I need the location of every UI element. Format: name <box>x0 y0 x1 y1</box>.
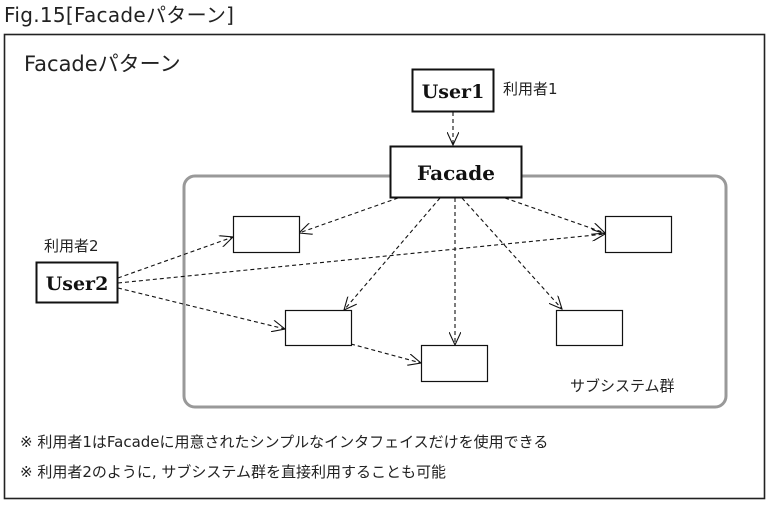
subsystem-group-label: サブシステム群 <box>570 377 675 395</box>
outer-frame <box>3 33 766 500</box>
arrow-facade-to-subsystem-b <box>344 197 441 310</box>
subsystem-box-e <box>555 309 624 347</box>
arrow-user2-to-subsystem-d <box>117 234 605 284</box>
subsystem-box-a <box>232 215 301 254</box>
user2-label: User2 <box>46 273 109 295</box>
user2-role-label: 利用者2 <box>44 237 99 255</box>
note-line-2: ※ 利用者2のように, サブシステム群を直接利用することも可能 <box>20 463 446 481</box>
arrow-facade-to-subsystem-a <box>299 197 399 233</box>
user1-box <box>411 68 495 113</box>
subsystem-boxes <box>232 215 673 383</box>
user1-role-label: 利用者1 <box>503 80 558 98</box>
user2-box <box>35 261 119 304</box>
note-line-1: ※ 利用者1はFacadeに用意されたシンプルなインタフェイスだけを使用できる <box>20 433 548 451</box>
arrow-facade-to-subsystem-d <box>504 197 605 233</box>
subsystem-box-d <box>604 215 673 254</box>
subsystem-box-c <box>420 344 489 383</box>
arrow-user2-to-subsystem-a <box>117 237 233 279</box>
facade-label: Facade <box>417 161 495 185</box>
arrow-subsystem-b-to-c <box>350 343 421 363</box>
arrow-user2-to-subsystem-b <box>117 287 285 329</box>
user1-label: User1 <box>422 81 485 103</box>
facade-box <box>389 145 523 199</box>
figure-caption: Fig.15[Facadeパターン] <box>4 3 235 27</box>
connector-arrows <box>117 112 605 363</box>
diagram-title: Facadeパターン <box>24 52 181 76</box>
subsystem-box-b <box>284 309 353 347</box>
arrow-facade-to-subsystem-e <box>461 197 562 309</box>
